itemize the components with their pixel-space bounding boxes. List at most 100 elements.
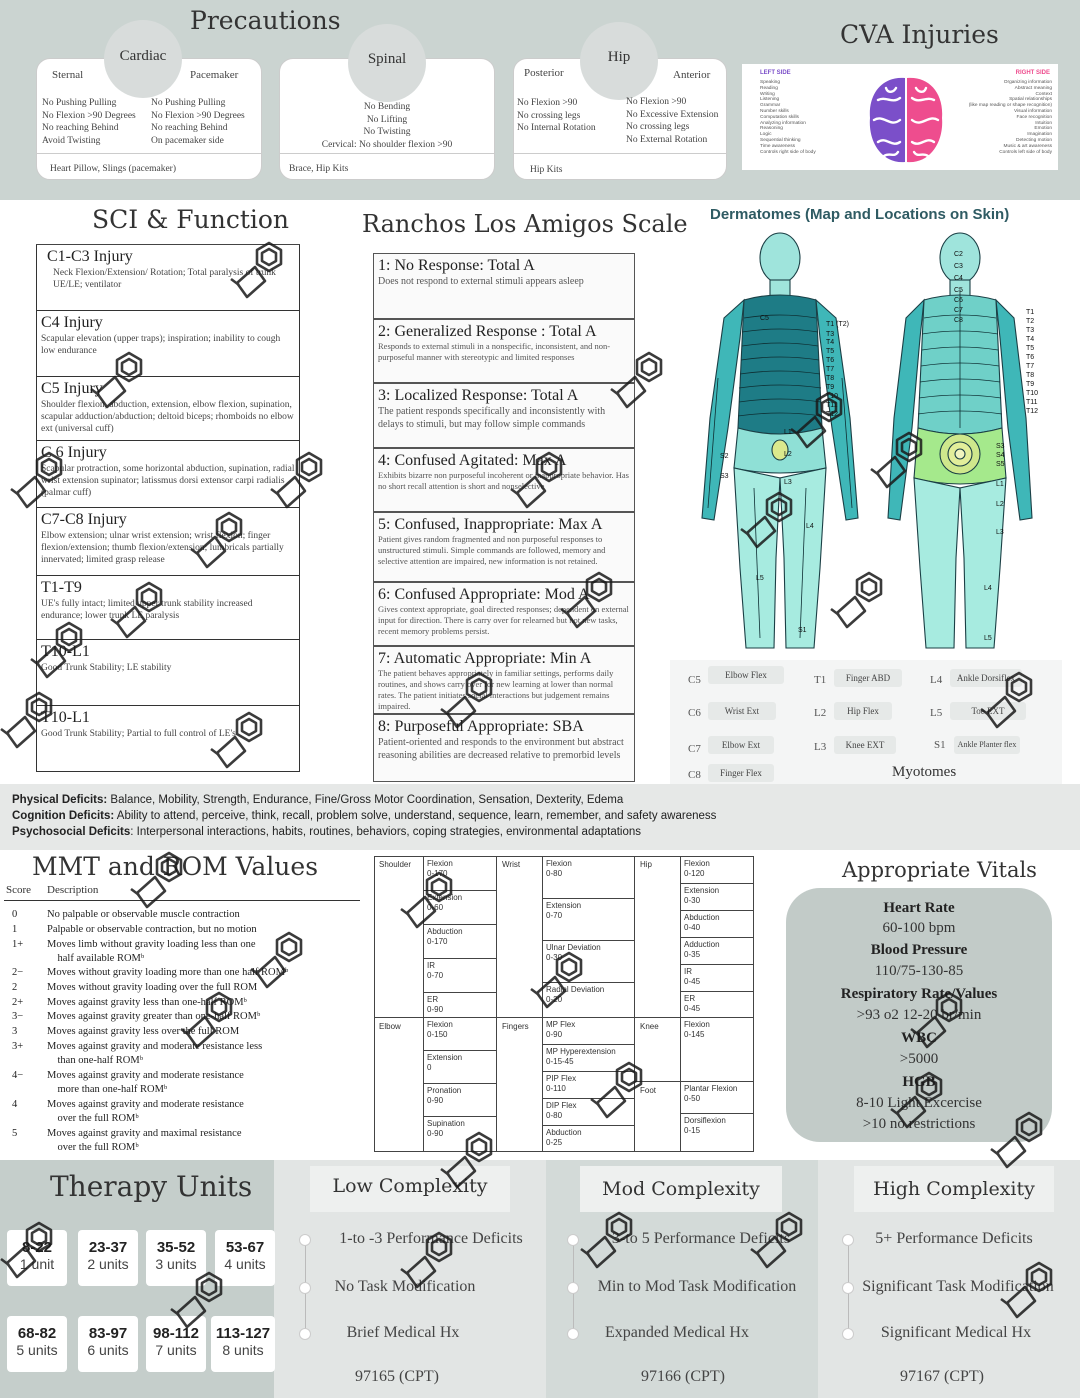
bp-value: 110/75-130-85 — [874, 963, 964, 979]
rom-divider — [423, 958, 496, 959]
complexity-header-high: High Complexity — [854, 1166, 1054, 1212]
myotome-code: S1 — [934, 739, 946, 751]
list-item: Intuition — [1035, 120, 1052, 126]
sci-level-title: T10-L1 — [41, 709, 90, 726]
watermark-icon — [110, 581, 163, 639]
timeline-dot — [299, 1282, 311, 1294]
dermatome-label: T12 — [1026, 408, 1038, 415]
high-item-2: Significant Task Modification — [862, 1278, 1054, 1295]
unit-label: 6 units — [87, 1342, 129, 1358]
sci-level-text: Shoulder flexion, abduction, extension, … — [41, 400, 294, 434]
rom-value: Dorsiflexion 0-15 — [684, 1116, 726, 1135]
watermark-icon — [0, 1221, 53, 1279]
watermark-icon — [210, 711, 263, 769]
rom-divider — [680, 937, 754, 938]
sci-level-text: Good Trunk Stability; LE stability — [41, 663, 172, 673]
dermatome-label: T1 (T2) — [826, 321, 849, 328]
mmt-description: Moves without gravity loading more than … — [47, 967, 289, 978]
mod-item-3: Expanded Medical Hx — [605, 1324, 749, 1341]
spinal-list: No Bending No Lifting No Twisting Cervic… — [279, 101, 495, 151]
sci-level-text: Elbow extension; ulnar wrist extension; … — [41, 531, 284, 565]
dermatome-label: T10 — [1026, 390, 1038, 397]
dermatome-label: S1 — [798, 627, 807, 634]
rom-value: Extension 0-70 — [546, 901, 582, 920]
rom-value: Plantar Flexion 0-50 — [684, 1084, 738, 1103]
cva-left-label: LEFT SIDE — [760, 70, 791, 76]
brain-icon — [869, 77, 943, 163]
low-item-3: Brief Medical Hx — [346, 1324, 460, 1341]
mmt-description: over the full ROMᵇ — [47, 1113, 139, 1124]
sci-level-c4: C4 Injury Scapular elevation (upper trap… — [36, 311, 300, 377]
dermatome-label: T10 — [826, 393, 838, 400]
deficits-bar — [0, 784, 1080, 850]
mmt-description: half available ROMᵇ — [47, 953, 145, 964]
rom-divider — [542, 898, 634, 899]
vitals-card — [786, 888, 1052, 1142]
dermatome-label: T11 — [826, 402, 838, 409]
watermark-icon — [190, 511, 243, 569]
unit-label: 2 units — [87, 1256, 129, 1272]
timeline-dot — [842, 1234, 854, 1246]
sci-level-title: C5 Injury — [41, 380, 103, 397]
anterior-list: No Flexion >90 No Excessive Extension No… — [626, 96, 731, 146]
timeline-dot — [567, 1234, 579, 1246]
mmt-description: Palpable or observable contraction, but … — [47, 924, 257, 935]
myotome-pill: Finger Flex — [708, 764, 774, 782]
ranchos-level-title: 6: Confused Appropriate: Mod A — [378, 586, 590, 603]
sci-level-text: Scapular protraction, some horizontal ab… — [41, 464, 295, 498]
mmt-score: 2+ — [12, 997, 24, 1008]
complexity-title: High Complexity — [873, 1178, 1035, 1200]
myotome-code: L5 — [930, 707, 943, 719]
sci-level-text: Good Trunk Stability; Partial to full co… — [41, 729, 236, 739]
mmt-score: 3 — [12, 1026, 18, 1037]
mmt-score: 0 — [12, 909, 18, 920]
sci-level-c6: C 6 Injury Scapular protraction, some ho… — [36, 441, 300, 508]
rom-value: ER 0-45 — [684, 994, 701, 1013]
rom-divider — [423, 992, 496, 993]
vital-label: HGB — [902, 1074, 936, 1090]
dermatome-label: T9 — [826, 384, 834, 391]
list-item: No crossing legs — [626, 122, 690, 132]
cardiac-divider — [36, 153, 262, 154]
spinal-title: Spinal — [367, 51, 407, 67]
psychosocial-deficits: Psychosocial Deficits: Interpersonal int… — [12, 824, 1072, 840]
dermatome-label: T7 — [826, 366, 834, 373]
spinal-footer: Brace, Hip Kits — [289, 164, 349, 174]
ranchos-level-7: 7: Automatic Appropriate: Min A The pati… — [373, 646, 635, 714]
deficit-label: Cognition Deficits: — [12, 810, 115, 822]
rom-value: Extension 0-30 — [684, 886, 720, 905]
wbc-value: >5000 — [899, 1051, 939, 1067]
list-item: No reaching Behind — [151, 123, 228, 133]
mmt-score: 3− — [12, 1011, 24, 1022]
cardiac-circle — [104, 20, 182, 98]
rom-value: Ulnar Deviation 0-30 — [546, 943, 601, 962]
rom-value: MP Hyperextension 0-15-45 — [546, 1047, 616, 1066]
mmt-description: Moves against gravity and moderate resis… — [47, 1099, 244, 1110]
deficit-text: Ability to attend, perceive, think, reca… — [114, 810, 717, 822]
mod-item-4: 97166 (CPT) — [641, 1368, 725, 1385]
ranchos-level-text: Does not respond to external stimuli app… — [378, 276, 584, 287]
myotome-code: L2 — [814, 707, 827, 719]
ranchos-level-title: 7: Automatic Appropriate: Min A — [378, 650, 592, 667]
sci-top-line — [36, 244, 300, 245]
myotome-code: C5 — [688, 674, 701, 686]
dermatome-label: L5 — [756, 575, 764, 582]
sci-level-title: C 6 Injury — [41, 444, 107, 461]
dermatome-label: L1 — [784, 429, 792, 436]
rom-divider — [542, 1044, 634, 1045]
myotome-code: C6 — [688, 707, 701, 719]
sci-level-title: C1-C3 Injury — [47, 248, 133, 265]
complexity-header-mod: Mod Complexity — [580, 1166, 782, 1212]
mmt-header-desc: Description — [47, 884, 99, 896]
rom-divider — [634, 856, 635, 1152]
mmt-description: Moves against gravity less than one-half… — [47, 997, 247, 1008]
sci-level-text: Scapular elevation (upper traps); inspir… — [41, 334, 281, 356]
ranchos-level-text: The patient responds specifically and in… — [378, 406, 606, 430]
posterior-label: Posterior — [524, 67, 564, 79]
list-item: No reaching Behind — [42, 123, 119, 133]
hip-divider — [513, 153, 727, 154]
rom-divider — [680, 883, 754, 884]
